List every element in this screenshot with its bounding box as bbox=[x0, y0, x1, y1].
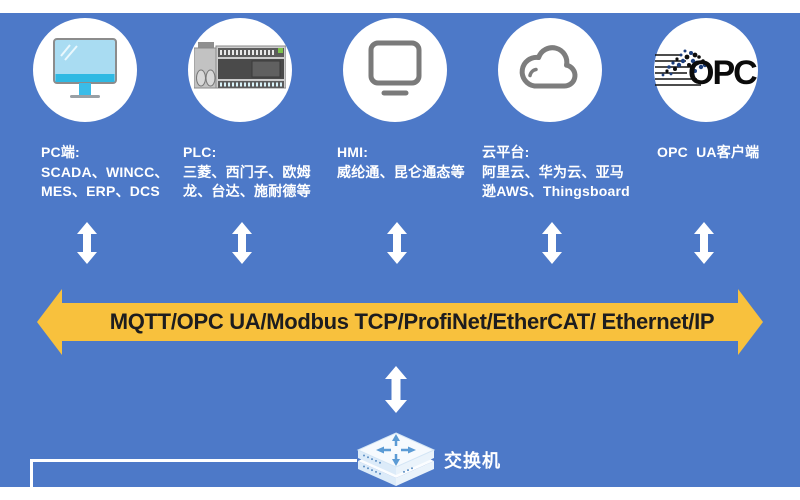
node-label-cloud: 云平台: 阿里云、华为云、亚马 逊AWS、Thingsboard bbox=[482, 144, 630, 199]
opc-foundation-logo: OPC bbox=[655, 45, 759, 96]
double-arrow-icon bbox=[386, 222, 408, 264]
node-label-pc: PC端: SCADA、WINCC、 MES、ERP、DCS bbox=[41, 144, 169, 199]
node-circle-pc bbox=[33, 18, 137, 122]
node-circle-opcua: OPC bbox=[654, 18, 759, 122]
double-arrow-icon bbox=[384, 366, 408, 413]
double-arrow-icon bbox=[76, 222, 98, 264]
double-arrow-icon bbox=[541, 222, 563, 264]
network-switch-icon bbox=[356, 430, 436, 490]
node-label-hmi: HMI: 威纶通、昆仑通态等 bbox=[337, 144, 465, 180]
plc-controller-icon bbox=[193, 41, 287, 99]
node-circle-hmi bbox=[343, 18, 447, 122]
svg-text:OPC: OPC bbox=[688, 54, 757, 91]
cloud-icon bbox=[517, 44, 583, 97]
node-circle-cloud bbox=[498, 18, 602, 122]
switch-label: 交换机 bbox=[444, 451, 501, 471]
protocol-bus-arrow: MQTT/OPC UA/Modbus TCP/ProfiNet/EtherCAT… bbox=[0, 288, 800, 356]
node-circle-plc bbox=[188, 18, 292, 122]
bottom-white-margin bbox=[0, 487, 800, 500]
node-label-opcua: OPC UA客户端 bbox=[657, 144, 760, 160]
double-arrow-icon bbox=[231, 222, 253, 264]
connector-line-horizontal bbox=[30, 459, 357, 462]
node-label-plc: PLC: 三菱、西门子、欧姆 龙、台达、施耐德等 bbox=[183, 144, 311, 199]
top-white-margin bbox=[0, 0, 800, 13]
connector-line-vertical bbox=[30, 459, 33, 487]
protocol-bus-label: MQTT/OPC UA/Modbus TCP/ProfiNet/EtherCAT… bbox=[109, 309, 715, 334]
pc-monitor-icon bbox=[52, 37, 118, 104]
hmi-panel-icon bbox=[367, 39, 423, 102]
double-arrow-icon bbox=[693, 222, 715, 264]
